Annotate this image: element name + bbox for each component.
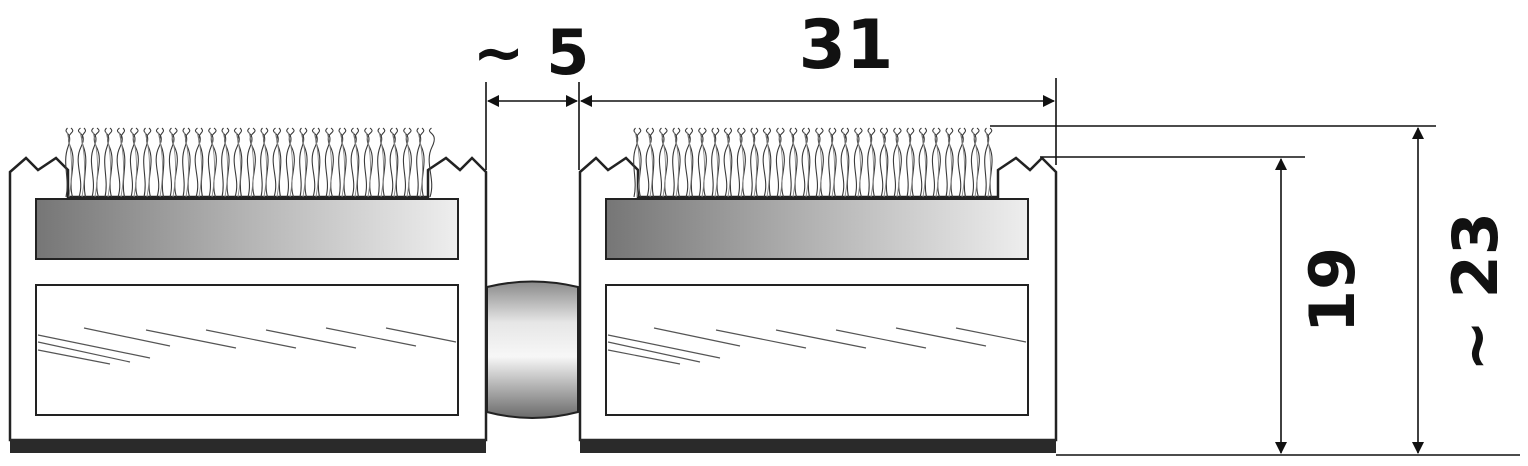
right-top-insert [605, 198, 1029, 260]
right-brush-tufts [633, 127, 993, 198]
dimension-label-total-height: ~ 23 [1439, 212, 1512, 372]
right-lower-chamber [605, 284, 1029, 416]
dimension-lines [485, 78, 1520, 456]
connector-cylinder [486, 280, 579, 419]
right-chamber-hatching [607, 327, 1027, 365]
left-lower-chamber [35, 284, 459, 416]
left-top-insert [35, 198, 459, 260]
right-base-strip [580, 439, 1056, 453]
left-chamber-hatching [37, 327, 457, 365]
left-profile-module [8, 127, 488, 453]
dimension-label-gap: ~ 5 [473, 16, 590, 89]
right-profile-module [578, 127, 1058, 453]
left-base-strip [10, 439, 486, 453]
left-brush-tufts [65, 127, 435, 198]
dimension-label-module-width: 31 [799, 6, 894, 85]
dimension-label-insert-height: 19 [1296, 247, 1369, 333]
